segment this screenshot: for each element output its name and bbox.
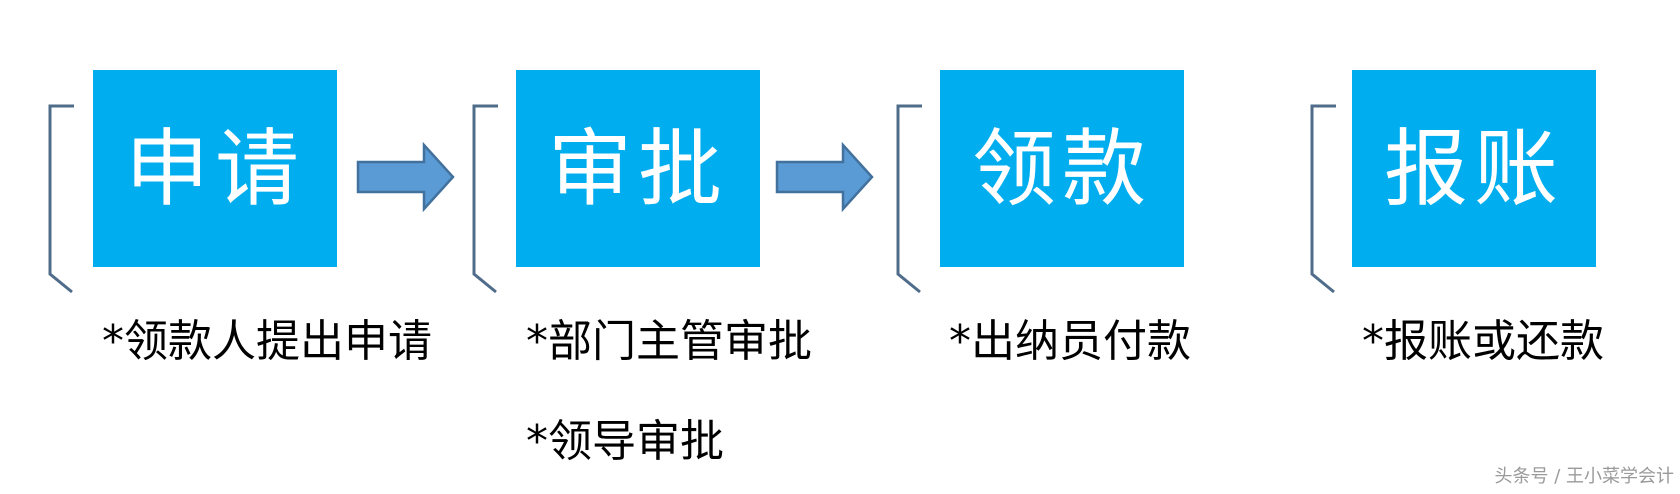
step-note-2-1: *部门主管审批 [526,316,812,367]
arrow-right-icon [775,142,875,212]
step-box-4: 报账 [1352,70,1596,267]
step-note-2-2: *领导审批 [526,416,724,467]
step-note-1-1: *领款人提出申请 [102,316,432,367]
step-note-3-1: *出纳员付款 [949,316,1191,367]
step-label-4: 报账 [1383,119,1564,218]
step-box-1: 申请 [93,70,337,267]
step-box-3: 领款 [940,70,1184,267]
step-note-4-1: *报账或还款 [1362,316,1604,367]
bracket-step-2 [472,104,512,294]
step-label-3: 领款 [971,119,1152,218]
bracket-step-4 [1310,104,1350,294]
bracket-step-1 [48,104,88,294]
watermark: 头条号 / 王小菜学会计 [1494,466,1674,487]
step-box-2: 审批 [516,70,760,267]
step-label-1: 申请 [124,119,305,218]
arrow-right-icon [356,142,456,212]
bracket-step-3 [896,104,936,294]
step-label-2: 审批 [547,119,728,218]
